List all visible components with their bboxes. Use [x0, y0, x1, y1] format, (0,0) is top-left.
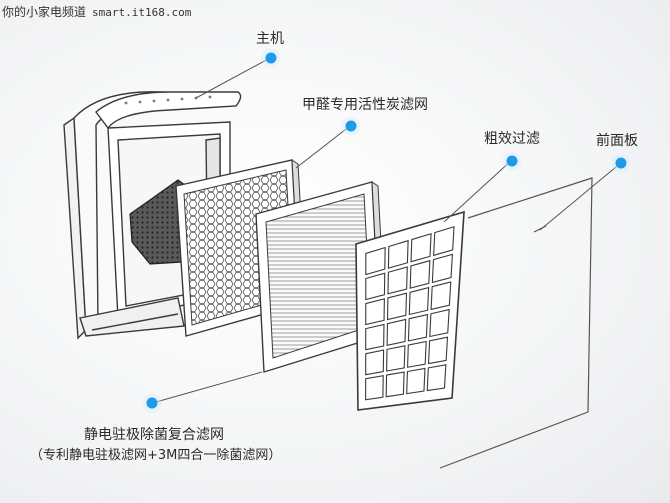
label-host: 主机 [256, 31, 284, 47]
coarse-filter-cell [426, 364, 447, 392]
marker-electrostatic-filter [142, 393, 162, 413]
watermark-site-url: smart.it168.com [92, 6, 192, 19]
label-front-panel: 前面板 [596, 133, 638, 149]
label-electrostatic-filter: 静电驻极除菌复合滤网 [84, 427, 224, 443]
coarse-filter-cell [427, 336, 449, 365]
coarse-filter-cell [408, 286, 430, 316]
coarse-filter-cell [430, 281, 452, 311]
coarse-filter-cell [406, 367, 426, 395]
label-carbon-filter: 甲醛专用活性炭滤网 [302, 97, 428, 113]
marker-host [261, 48, 281, 68]
coarse-filter-cell [431, 253, 453, 284]
coarse-filter-cell [409, 259, 431, 289]
coarse-filter-cell [365, 272, 386, 301]
callout-markers [142, 48, 631, 413]
watermark-site-name: 你的小家电频道 [2, 5, 87, 19]
label-electrostatic-filter-note: （专利静电驻极滤网+3M四合一除菌滤网） [30, 448, 282, 463]
coarse-filter-cell [429, 308, 450, 338]
label-coarse-filter: 粗效过滤 [484, 131, 540, 147]
coarse-filter-cell [407, 313, 428, 342]
watermark: 你的小家电频道 smart.it168.com [2, 3, 191, 20]
coarse-filter-cell [365, 375, 384, 401]
coarse-filter-cell [385, 371, 405, 398]
coarse-prefilter [355, 210, 465, 411]
marker-coarse-filter [502, 151, 522, 171]
coarse-filter-cell [433, 226, 455, 257]
coarse-filter-cell [365, 349, 385, 376]
coarse-filter-cell [386, 318, 407, 346]
coarse-filter-cell [365, 298, 385, 326]
marker-carbon-filter [341, 116, 361, 136]
leader-lines [155, 57, 623, 403]
coarse-filter-cell [365, 323, 385, 351]
coarse-filter-cell [410, 232, 432, 263]
marker-front-panel [611, 153, 631, 173]
coarse-filter-cell [386, 292, 408, 321]
coarse-filter-cell [387, 239, 409, 269]
coarse-filter-cell [387, 266, 408, 295]
coarse-filter-cell [365, 246, 386, 276]
coarse-filter-cell [386, 345, 406, 372]
electrostatic-composite-filter [255, 181, 387, 373]
coarse-filter-cell [407, 340, 427, 368]
